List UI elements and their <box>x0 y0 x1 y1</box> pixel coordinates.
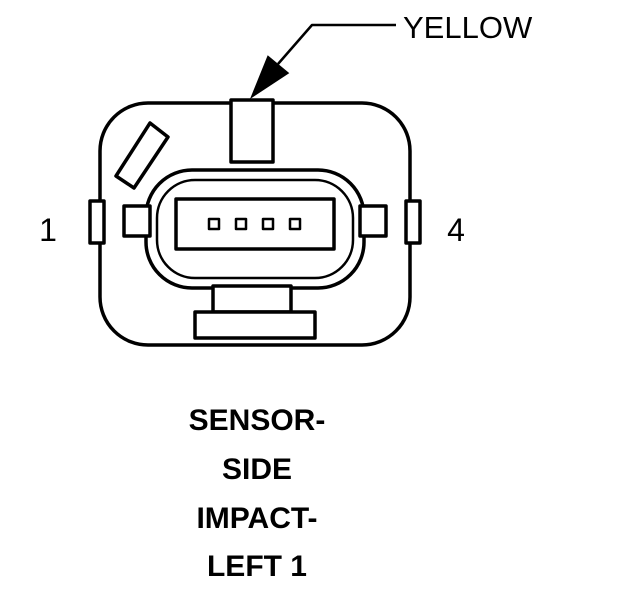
terminal-cavity-block <box>174 197 336 251</box>
terminal-pin-4 <box>288 217 302 231</box>
caption-line-4: LEFT 1 <box>207 550 307 583</box>
bottom-block-wide <box>193 310 317 340</box>
terminal-pin-3 <box>261 217 275 231</box>
seal-inner-ring <box>155 178 355 280</box>
left-index-tab <box>122 204 152 238</box>
keyway-notch <box>114 121 170 190</box>
wire-color-label: YELLOW <box>403 10 533 45</box>
right-index-tab <box>358 204 388 238</box>
terminal-pin-1 <box>207 217 221 231</box>
pin-number-left: 1 <box>39 212 57 248</box>
pin-number-right: 4 <box>447 212 465 248</box>
right-shell-bump <box>404 199 422 245</box>
left-shell-bump <box>88 199 106 245</box>
top-lock-tab <box>229 98 275 164</box>
caption-line-3: IMPACT- <box>196 502 317 535</box>
callout-arrowhead <box>250 55 290 99</box>
terminal-pin-2 <box>234 217 248 231</box>
caption-line-1: SENSOR- <box>189 404 326 437</box>
caption-line-2: SIDE <box>222 453 292 486</box>
callout-leader-line <box>277 23 396 65</box>
bottom-block-small <box>211 284 293 314</box>
